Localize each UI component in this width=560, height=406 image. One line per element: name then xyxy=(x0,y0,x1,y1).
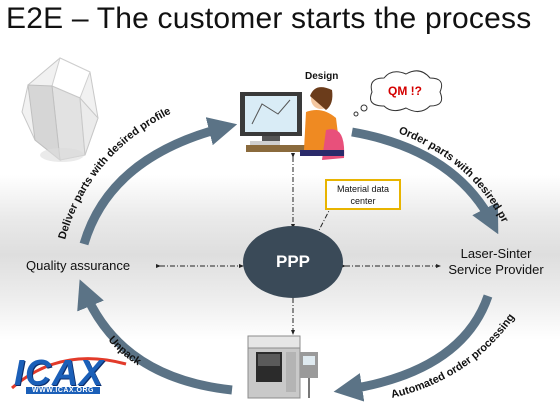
thought-cloud-icon xyxy=(353,70,443,117)
qm-label: QM !? xyxy=(388,84,422,98)
order-parts-arrow xyxy=(351,127,499,235)
connector-material-ppp xyxy=(315,200,336,237)
slide-title: E2E – The customer starts the process xyxy=(6,2,532,35)
unpack-arrow xyxy=(77,279,233,395)
designer-workstation-icon xyxy=(240,87,345,160)
material-data-center-label: Material data center xyxy=(336,183,390,206)
material-data-center-box: Material data center xyxy=(325,179,401,210)
service-provider-text: Laser-Sinter Service Provider xyxy=(448,246,544,277)
design-label: Design xyxy=(305,71,339,82)
ppp-hub xyxy=(243,226,343,298)
laser-sintering-machine-icon xyxy=(247,335,318,399)
part-model-icon xyxy=(21,57,99,162)
automated-processing-arrow xyxy=(333,294,493,402)
automated-processing-label: Automated order processing xyxy=(390,312,517,401)
icax-logo xyxy=(11,357,127,390)
logo-url: WWW.ICAX.ORG xyxy=(26,387,100,394)
ppp-label: PPP xyxy=(275,252,311,271)
service-provider-label: Laser-Sinter Service Provider xyxy=(446,246,546,278)
logo-text: ICAX xyxy=(14,352,105,393)
quality-assurance-label: Quality assurance xyxy=(26,258,131,273)
deliver-parts-arrow xyxy=(79,117,238,246)
